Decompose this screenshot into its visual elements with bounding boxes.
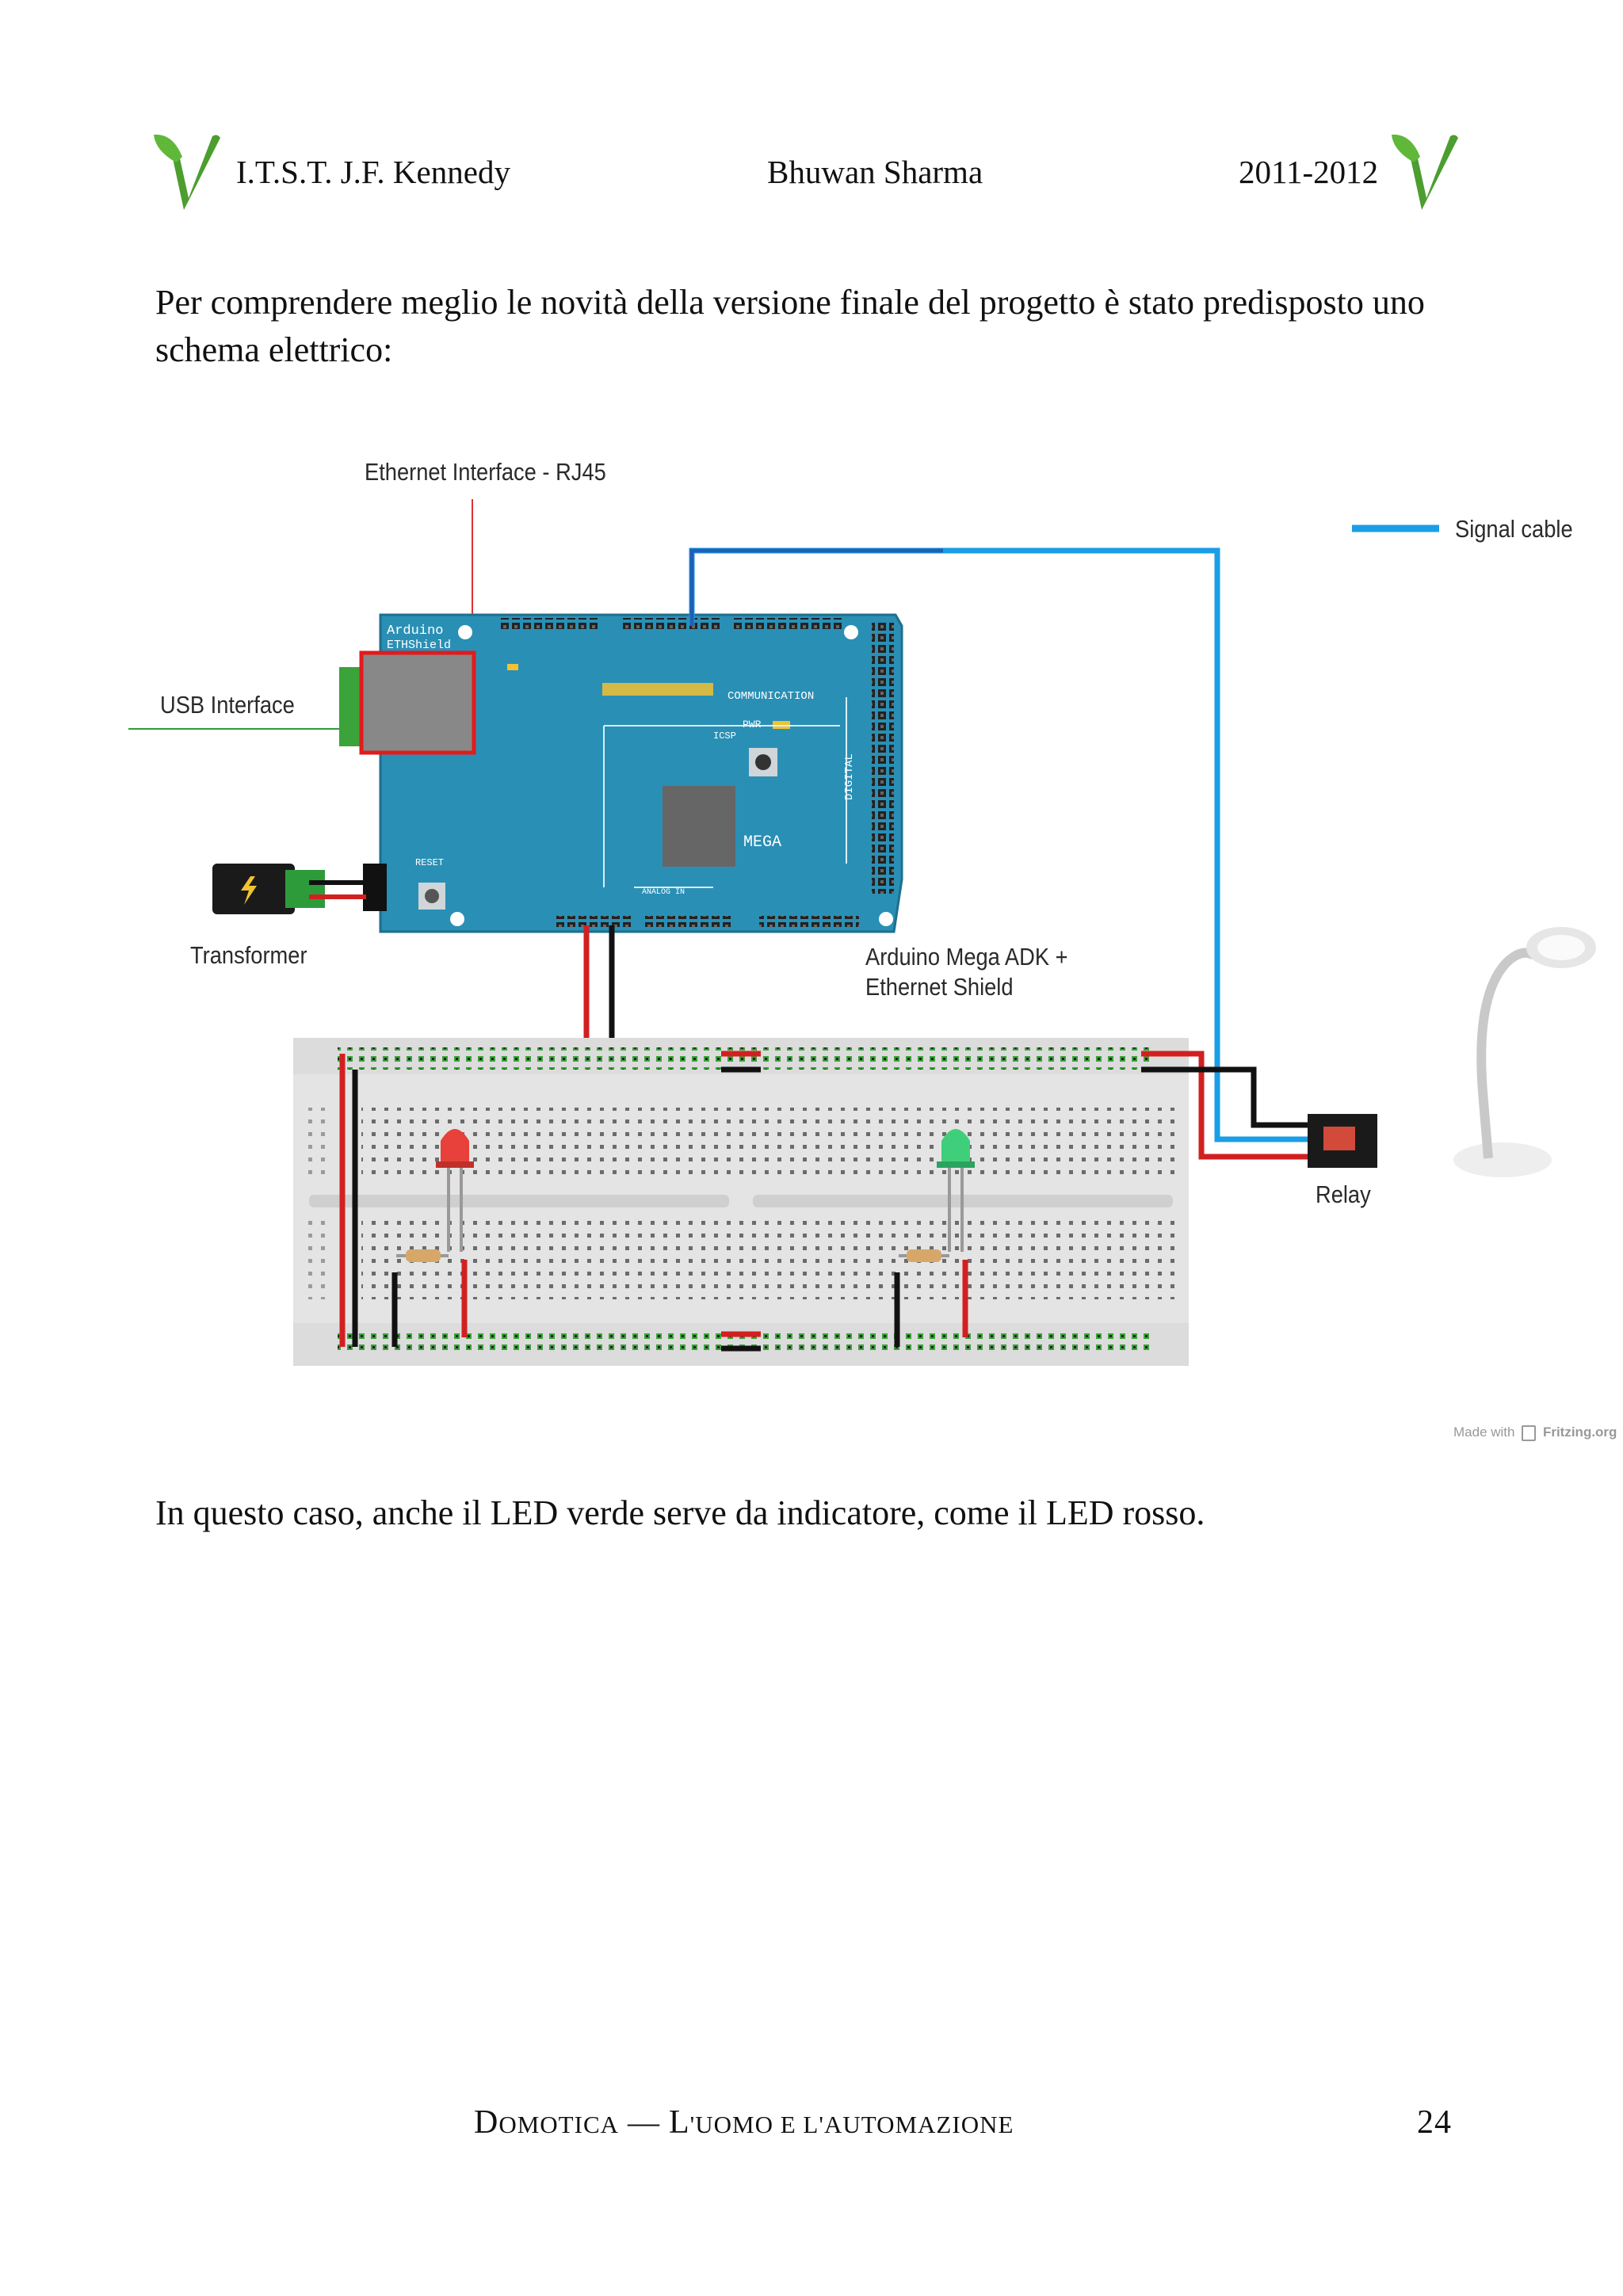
board-icsp: ICSP bbox=[713, 730, 736, 742]
footer-title-initial-d: D bbox=[474, 2104, 499, 2141]
board-communication: COMMUNICATION bbox=[727, 690, 814, 703]
footer-title-part1: omotica bbox=[498, 2111, 620, 2138]
leaf-logo-left bbox=[154, 134, 220, 210]
header-school: I.T.S.T. J.F. Kennedy bbox=[236, 154, 510, 190]
page-number: 24 bbox=[1417, 2104, 1452, 2141]
label-board-line1: Arduino Mega ADK + bbox=[865, 943, 1068, 971]
digital-header-pins bbox=[872, 623, 894, 894]
watermark-brand: Fritzing.org bbox=[1542, 1425, 1617, 1440]
leaf-logo-right bbox=[1392, 134, 1458, 210]
label-signal-cable: Signal cable bbox=[1455, 515, 1573, 543]
header-year: 2011-2012 bbox=[1239, 154, 1379, 190]
board-brand: Arduino bbox=[387, 624, 443, 639]
board-model: MEGA bbox=[743, 833, 781, 852]
label-relay: Relay bbox=[1316, 1180, 1371, 1208]
usb-port bbox=[339, 667, 361, 746]
green-led bbox=[941, 1129, 970, 1165]
breadboard bbox=[293, 1038, 1308, 1366]
label-usb: USB Interface bbox=[160, 691, 295, 719]
green-led-resistor bbox=[907, 1249, 941, 1262]
green-led-circuit bbox=[894, 1129, 975, 1347]
red-led-resistor bbox=[406, 1249, 441, 1262]
footer-title: Domotica — L'uomo e l'automazione bbox=[474, 2103, 1014, 2142]
footer-title-dash: — bbox=[619, 2104, 670, 2140]
usb-highlight bbox=[359, 650, 476, 755]
relay bbox=[1308, 1114, 1377, 1168]
power-header-pins bbox=[555, 916, 632, 927]
mcu-chip bbox=[663, 786, 735, 867]
board-digital: DIGITAL bbox=[843, 753, 856, 800]
label-board-line2: Ethernet Shield bbox=[865, 973, 1014, 1001]
top-header-pins bbox=[499, 618, 599, 629]
transformer bbox=[212, 864, 366, 914]
header-author: Bhuwan Sharma bbox=[767, 154, 983, 190]
red-led bbox=[441, 1129, 469, 1165]
wiring-diagram: Arduino ETHShield MEGA COMMUNICATION PWR… bbox=[128, 499, 1596, 1366]
red-led-circuit bbox=[391, 1129, 474, 1347]
label-ethernet: Ethernet Interface - RJ45 bbox=[365, 458, 606, 486]
board-pwr: PWR bbox=[743, 719, 762, 730]
fritzing-icon bbox=[1522, 1425, 1537, 1441]
board-reset: RESET bbox=[415, 857, 444, 868]
board-analog: ANALOG IN bbox=[642, 888, 685, 897]
desk-lamp bbox=[1453, 927, 1596, 1177]
watermark-prefix: Made with bbox=[1453, 1425, 1515, 1440]
board-shield: ETHShield bbox=[387, 639, 451, 652]
label-transformer: Transformer bbox=[190, 941, 307, 969]
caption-paragraph: In questo caso, anche il LED verde serve… bbox=[155, 1493, 1205, 1532]
power-jack bbox=[363, 864, 387, 911]
arduino-board: Arduino ETHShield MEGA COMMUNICATION PWR… bbox=[339, 613, 903, 933]
footer-title-part2: 'uomo e l'automazione bbox=[689, 2111, 1014, 2138]
fritzing-watermark: Made with Fritzing.org bbox=[1453, 1425, 1617, 1441]
footer-title-initial-l: L bbox=[669, 2104, 690, 2141]
intro-paragraph: Per comprendere meglio le novità della v… bbox=[155, 283, 1425, 369]
